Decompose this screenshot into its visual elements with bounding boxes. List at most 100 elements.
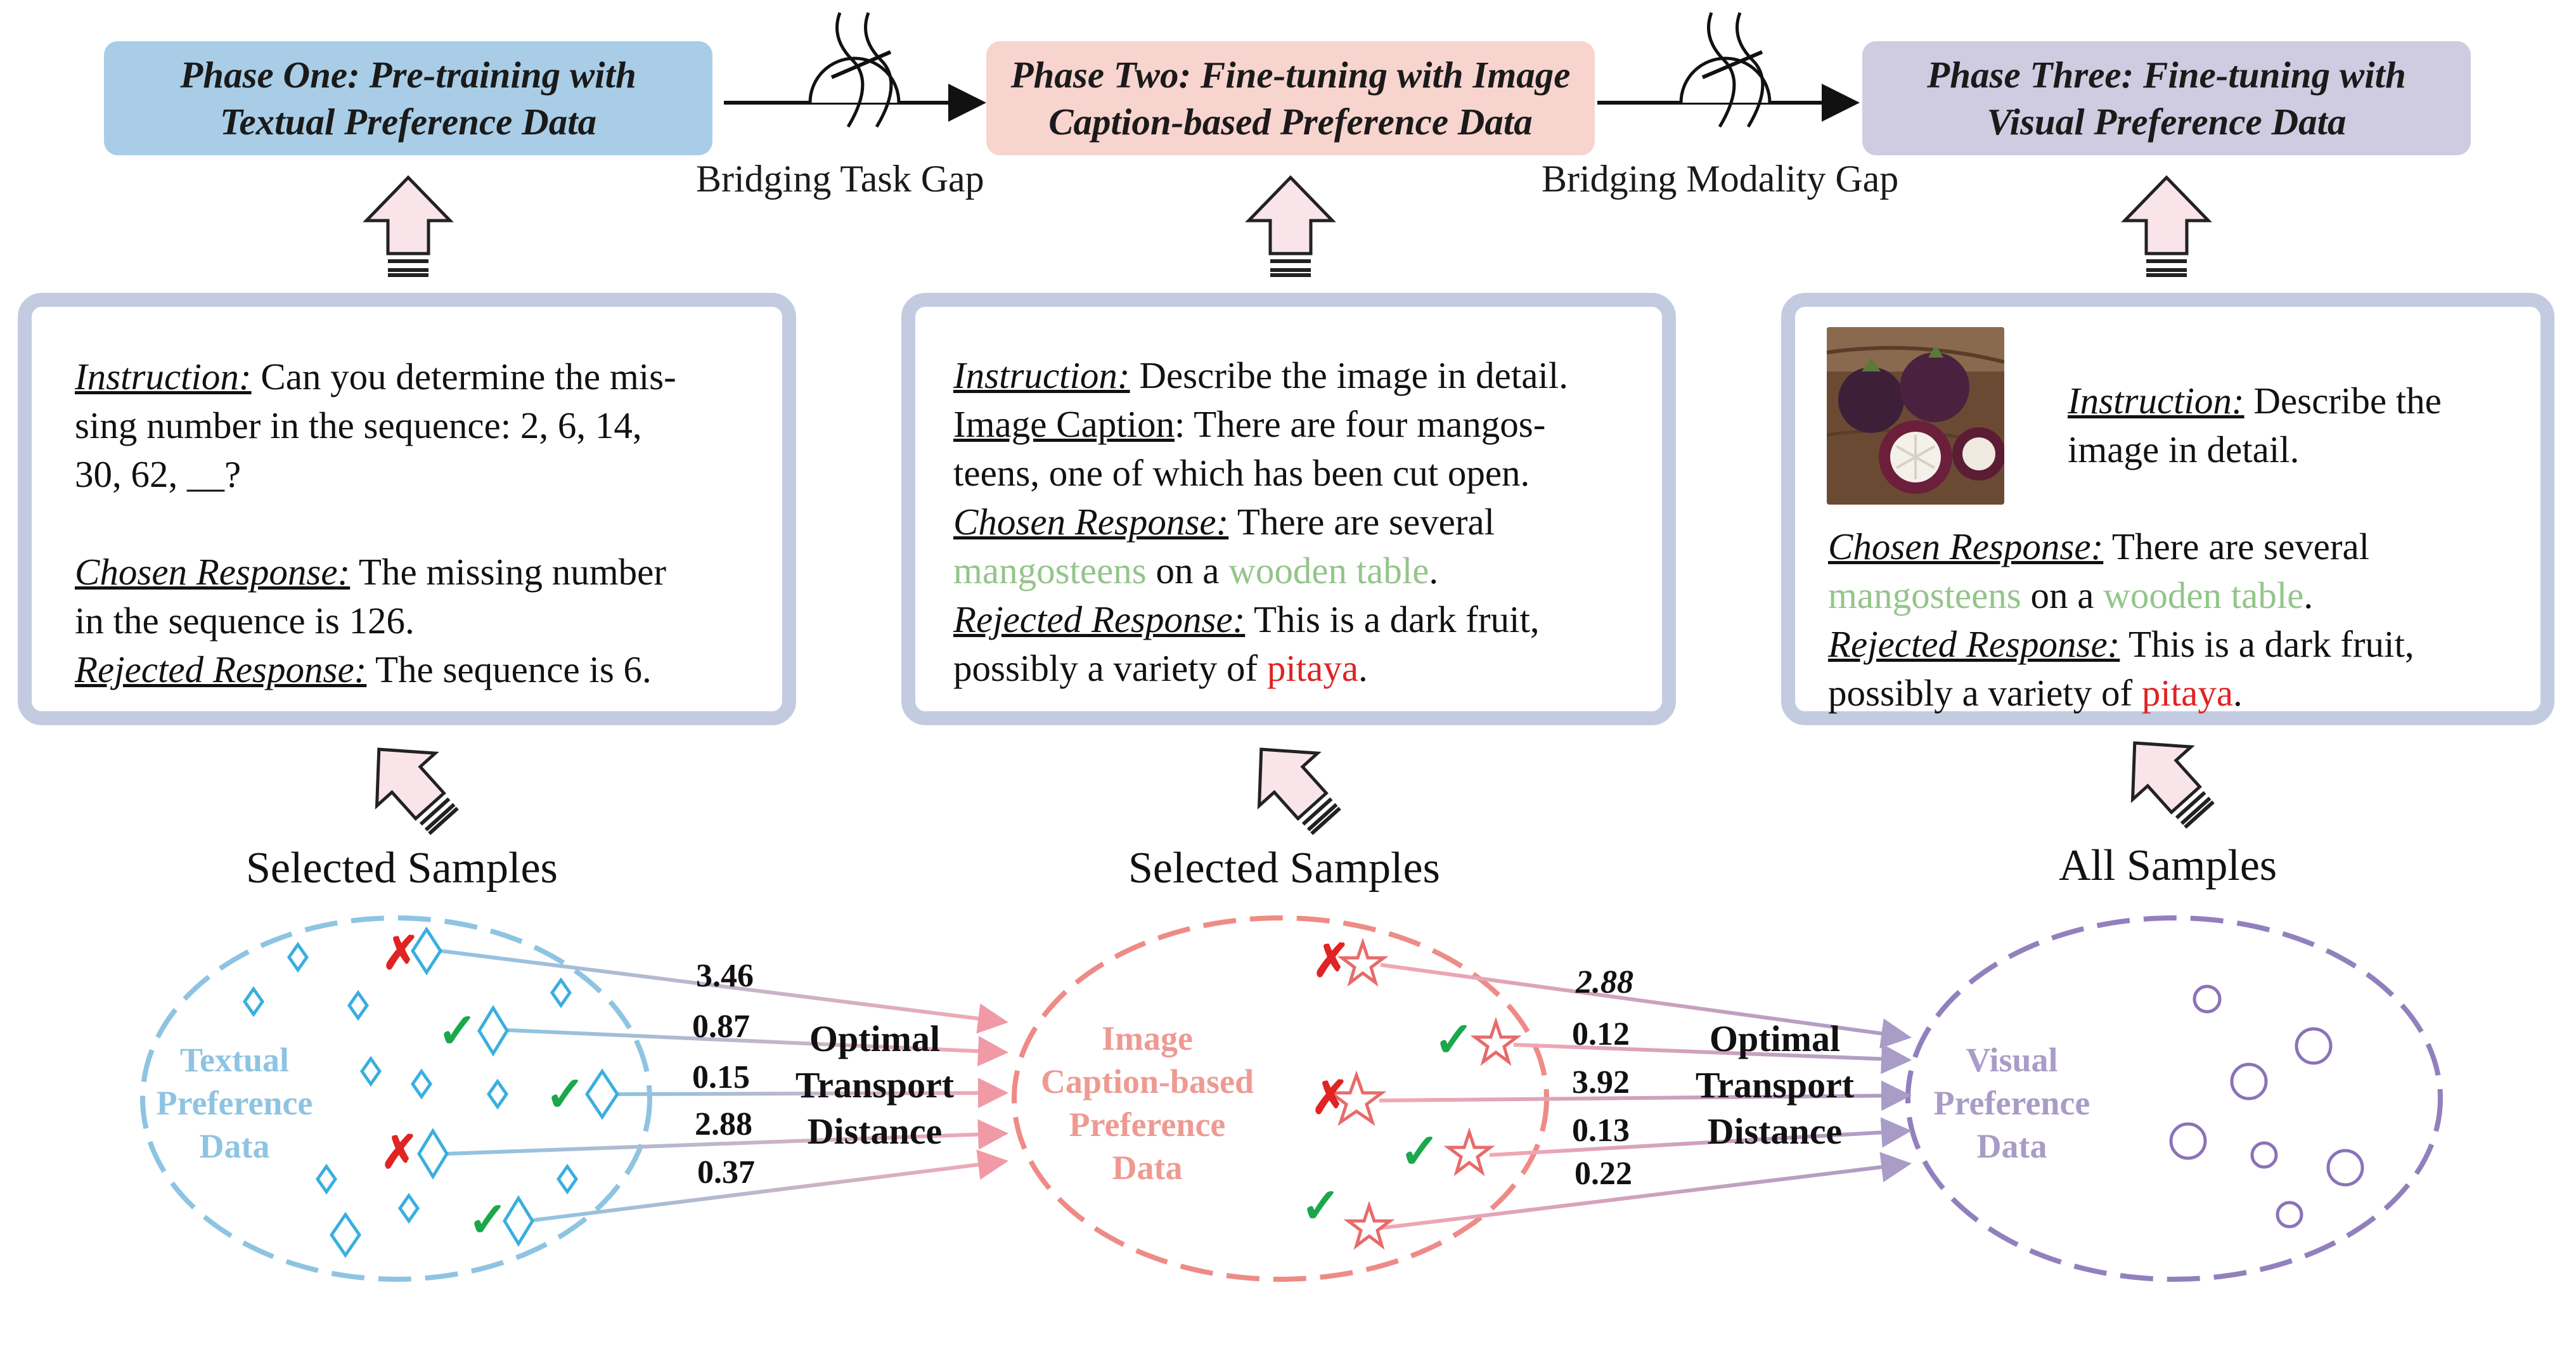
otd-text: Transport xyxy=(1695,1064,1855,1106)
cluster-label-text: Data xyxy=(199,1127,270,1165)
rejected-text: The sequence is 6. xyxy=(366,649,652,690)
card-text: Chosen Response: There are several mango… xyxy=(1828,522,2414,718)
caption-text: : There are four mangos- xyxy=(1175,403,1546,445)
diamond-icon xyxy=(417,1128,449,1180)
diagonal-arrow-icon xyxy=(375,747,459,836)
distance-label: 2.88 xyxy=(1575,964,1633,1000)
otd-text: Optimal xyxy=(809,1018,941,1059)
rejected-text: possibly a variety of xyxy=(1828,672,2142,714)
chosen-text: on a xyxy=(2021,574,2104,616)
circle-icon xyxy=(2250,1141,2278,1169)
transport-line xyxy=(440,949,1008,1034)
chosen-text: There are several xyxy=(1228,501,1495,543)
selected-samples-label-middle: Selected Samples xyxy=(1128,844,1440,893)
rejected-label: Rejected Response: xyxy=(953,598,1246,640)
diamond-icon xyxy=(315,1163,338,1195)
break-symbol-icon xyxy=(1679,12,1772,128)
otd-label-left: Optimal Transport Distance xyxy=(780,1016,970,1154)
up-arrow-icon xyxy=(2121,175,2212,277)
rejected-text: possibly a variety of xyxy=(953,647,1267,689)
circle-icon xyxy=(2230,1062,2268,1100)
instruction-text: image in detail. xyxy=(2068,429,2300,470)
otd-label-right: Optimal Transport Distance xyxy=(1680,1016,1870,1154)
star-icon xyxy=(1470,1017,1522,1066)
check-icon: ✓ xyxy=(437,1005,478,1058)
cluster-label-text: Data xyxy=(1976,1127,2047,1165)
star-markers xyxy=(1326,938,1522,1250)
circle-icon xyxy=(2276,1201,2303,1229)
diamond-icon xyxy=(329,1211,362,1258)
up-arrow-icon xyxy=(1245,175,1336,277)
circle-icon xyxy=(2193,984,2222,1014)
caption-example-card: Instruction: Describe the image in detai… xyxy=(901,293,1676,725)
all-samples-label: All Samples xyxy=(2059,841,2277,890)
diamond-icon xyxy=(556,1163,579,1195)
distance-label: 3.92 xyxy=(1572,1064,1630,1100)
diamond-icon xyxy=(242,986,265,1017)
transport-line xyxy=(446,1119,1008,1156)
chosen-highlight: wooden table xyxy=(1228,550,1429,591)
chosen-text: . xyxy=(2303,574,2314,616)
task-gap-label: Bridging Task Gap xyxy=(696,158,984,200)
circle-icon xyxy=(2295,1027,2333,1065)
textual-data-ellipse xyxy=(140,915,652,1282)
selected-samples-label-left: Selected Samples xyxy=(246,844,558,893)
diamond-icon xyxy=(359,1055,382,1087)
transport-line xyxy=(1489,1117,1912,1157)
diamond-icon xyxy=(550,977,572,1009)
phase-two-title-line1: Phase Two: Fine-tuning with Image xyxy=(1010,54,1571,96)
chosen-label: Chosen Response: xyxy=(1828,526,2104,567)
distance-label: 2.88 xyxy=(695,1106,752,1142)
phase-one-title-line2: Textual Preference Data xyxy=(219,101,597,143)
chosen-text: . xyxy=(1429,550,1439,591)
cluster-label-text: Data xyxy=(1112,1149,1183,1187)
check-icon: ✓ xyxy=(545,1068,586,1121)
break-symbol-icon xyxy=(808,12,901,128)
diamond-icon xyxy=(477,1005,509,1057)
chosen-label: Chosen Response: xyxy=(953,501,1229,543)
otd-text: Optimal xyxy=(1709,1018,1841,1059)
circle-icon xyxy=(2169,1122,2207,1160)
otd-text: Transport xyxy=(795,1064,955,1106)
card-text: Instruction: Describe the image in detai… xyxy=(2068,377,2442,474)
rejected-highlight: pitaya xyxy=(2141,672,2234,714)
up-arrow-icon xyxy=(363,175,454,277)
diamond-icon xyxy=(410,1068,433,1100)
diagonal-arrow-icon xyxy=(2130,741,2215,829)
textual-example-card: Instruction: Can you determine the mis- … xyxy=(18,293,796,725)
star-icon xyxy=(1326,1070,1387,1126)
instruction-text: Describe the image in detail. xyxy=(1130,354,1568,396)
chosen-highlight: wooden table xyxy=(2103,574,2304,616)
star-icon xyxy=(1443,1127,1495,1177)
rejected-text: . xyxy=(2233,672,2243,714)
transport-line xyxy=(1513,1043,1912,1075)
chosen-text: in the sequence is 126. xyxy=(75,600,415,642)
check-icon: ✓ xyxy=(1400,1125,1440,1178)
cluster-label-text: Textual xyxy=(179,1041,290,1079)
chosen-highlight: mangosteens xyxy=(953,550,1147,591)
visual-example-card: Instruction: Describe the image in detai… xyxy=(1781,293,2554,725)
modality-gap-label: Bridging Modality Gap xyxy=(1542,158,1899,200)
diamond-icon xyxy=(503,1195,534,1247)
cross-icon: ✗ xyxy=(382,928,420,979)
cluster-label-text: Preference xyxy=(1933,1084,2090,1122)
check-icon: ✓ xyxy=(468,1194,508,1247)
instruction-text: Describe the xyxy=(2244,380,2442,422)
instruction-label: Instruction: xyxy=(953,354,1130,396)
phase-one-title-line1: Phase One: Pre-training with xyxy=(180,54,636,96)
instruction-text: Can you determine the mis- xyxy=(251,356,676,397)
card-text: Instruction: Describe the image in detai… xyxy=(953,351,1568,693)
distance-label: 0.87 xyxy=(692,1009,750,1045)
transport-line xyxy=(1376,1152,1912,1230)
visual-data-label: Visual Preference Data xyxy=(1917,1038,2107,1168)
check-icon: ✓ xyxy=(1434,1014,1474,1067)
phase-three-title-line1: Phase Three: Fine-tuning with xyxy=(1927,54,2406,96)
instruction-label: Instruction: xyxy=(2068,380,2244,422)
cross-icon: ✗ xyxy=(1312,936,1350,986)
distance-label: 0.12 xyxy=(1572,1016,1630,1052)
transport-line xyxy=(617,1078,1008,1109)
diamond-icon xyxy=(287,941,309,973)
rejected-text: This is a dark fruit, xyxy=(1245,598,1540,640)
